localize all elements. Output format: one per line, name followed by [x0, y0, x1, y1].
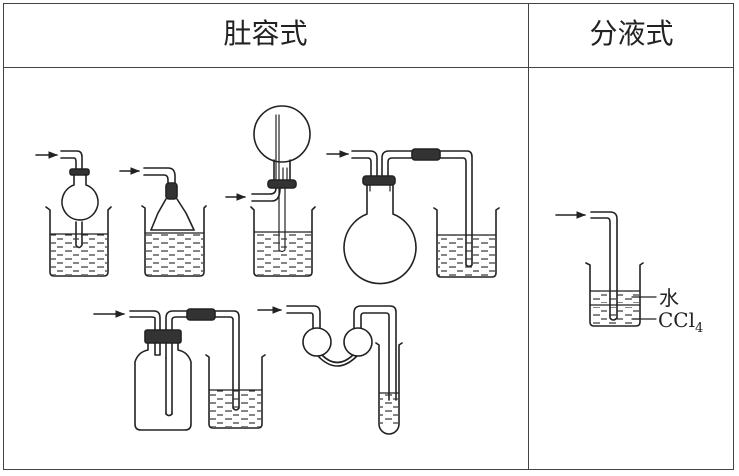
header-divider — [3, 67, 734, 68]
header-bulb-type: 肚容式 — [223, 17, 308, 50]
stopper — [362, 175, 396, 186]
stopper — [267, 179, 297, 189]
apparatus-double-bulb-to-test-tube — [257, 305, 403, 435]
rubber-connector — [411, 148, 441, 161]
apparatus-funnel-in-beaker — [119, 167, 207, 277]
round-flask — [343, 184, 417, 285]
apparatus-table — [3, 3, 734, 470]
water-layer — [591, 291, 639, 303]
beaker — [45, 206, 112, 277]
gas-bottle — [134, 342, 192, 431]
beaker — [205, 354, 266, 429]
apparatus-water-ccl4-beaker — [555, 211, 657, 327]
beaker — [585, 262, 644, 327]
ccl4-layer — [591, 307, 639, 325]
label-ccl4-subscript: 4 — [695, 321, 703, 336]
liquid — [438, 235, 495, 276]
stopper — [144, 329, 182, 344]
column-divider — [528, 3, 529, 470]
label-water: 水 — [659, 286, 679, 310]
apparatus-flask-above-beaker — [225, 105, 316, 277]
apparatus-bulb-in-beaker — [35, 150, 112, 277]
label-ccl4-main: CCl — [658, 308, 695, 332]
apparatus-bottle-then-beaker — [93, 308, 266, 431]
apparatus-flask-then-beaker — [326, 148, 500, 285]
label-ccl4: CCl4 — [658, 308, 703, 336]
liquid — [146, 233, 203, 275]
bulb-left — [302, 327, 332, 357]
beaker — [141, 205, 207, 277]
liquid — [255, 232, 311, 275]
bulb-right — [343, 327, 373, 357]
beaker — [250, 206, 316, 277]
test-tube — [375, 342, 403, 435]
bulb — [61, 174, 99, 221]
liquid — [380, 393, 398, 425]
rubber-connector — [186, 308, 216, 321]
round-flask — [253, 105, 311, 163]
liquid — [51, 234, 107, 275]
stopper — [69, 168, 90, 176]
header-separation-type: 分液式 — [589, 17, 674, 50]
rubber-tube — [165, 182, 178, 200]
liquid — [210, 390, 261, 427]
beaker — [433, 207, 500, 278]
delivery-tube — [60, 150, 83, 171]
funnel — [150, 198, 195, 231]
